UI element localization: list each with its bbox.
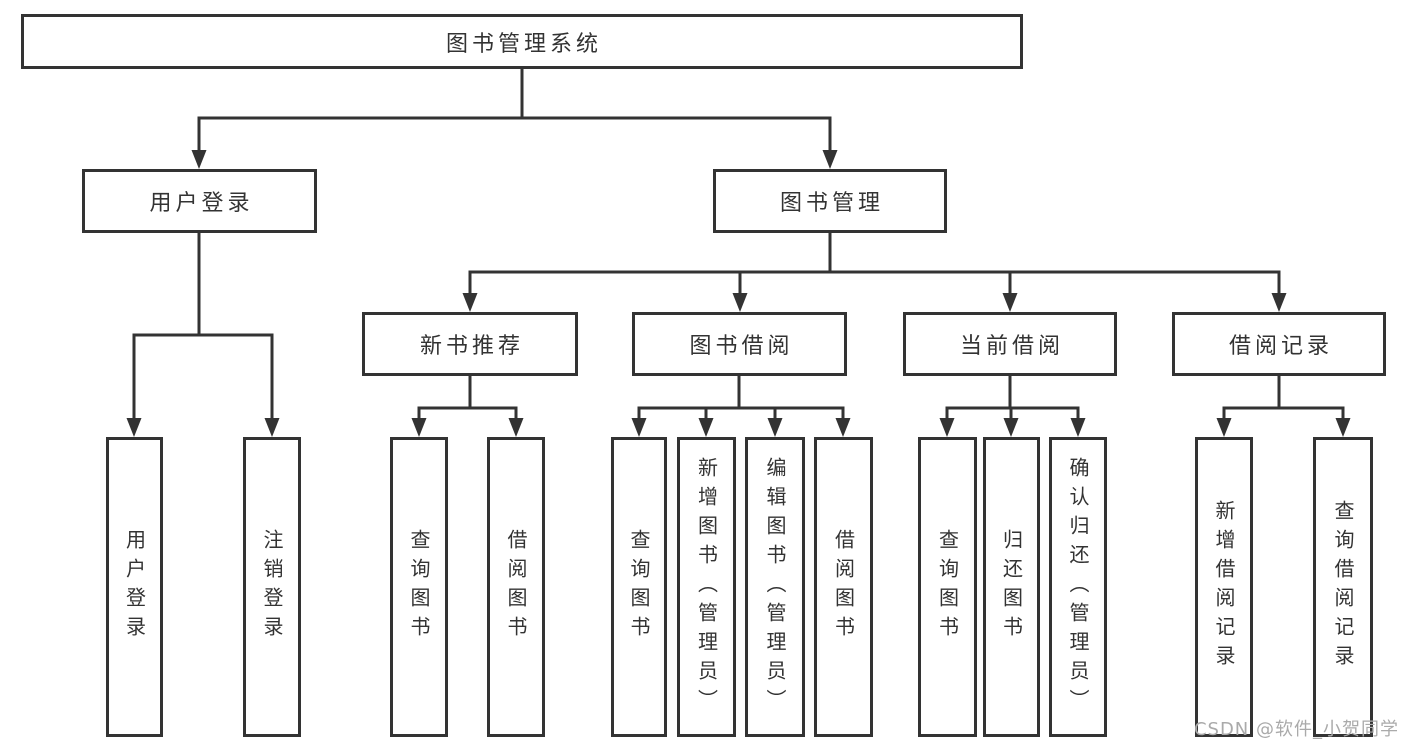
connector-user-to-leaves (126, 233, 280, 437)
node-user-login-branch: 用户登录 (82, 169, 317, 233)
node-label: 归还图书 (999, 529, 1024, 645)
node-label: 查询借阅记录 (1331, 500, 1355, 674)
leaf-add-borrow-record: 新增借阅记录 (1195, 437, 1253, 737)
leaf-return-book: 归还图书 (983, 437, 1040, 737)
leaf-query-books-recommend: 查询图书 (390, 437, 448, 737)
arrowhead-icon (264, 418, 280, 437)
node-label: 当前借阅 (959, 334, 1064, 359)
arrowhead-icon (698, 418, 714, 437)
node-label: 新书推荐 (419, 334, 524, 359)
arrowhead-icon (1271, 293, 1287, 312)
arrowhead-icon (126, 418, 142, 437)
node-label: 用户登录 (149, 191, 254, 216)
leaf-borrow-books: 借阅图书 (814, 437, 873, 737)
arrowhead-icon (1002, 293, 1018, 312)
node-label: 编辑图书（管理员） (763, 456, 787, 718)
node-root-system: 图书管理系统 (21, 14, 1023, 69)
csdn-watermark: CSDN @软件_小贺同学 (1193, 719, 1399, 740)
node-label: 用户登录 (122, 529, 147, 645)
arrowhead-icon (732, 293, 748, 312)
connector-mgmt-to-modules (462, 233, 1287, 312)
arrowhead-icon (462, 293, 478, 312)
arrowhead-icon (835, 418, 851, 437)
arrowhead-icon (767, 418, 783, 437)
arrowhead-icon (1003, 418, 1019, 437)
leaf-query-books-borrow: 查询图书 (611, 437, 667, 737)
node-label: 新增借阅记录 (1212, 500, 1236, 674)
node-label: 查询图书 (935, 529, 960, 645)
arrowhead-icon (411, 418, 427, 437)
node-label: 图书管理系统 (445, 31, 602, 57)
leaf-user-login: 用户登录 (106, 437, 163, 737)
node-new-book-recommend: 新书推荐 (362, 312, 578, 376)
node-label: 图书借阅 (689, 334, 794, 359)
arrowhead-icon (1070, 418, 1086, 437)
leaf-logout: 注销登录 (243, 437, 301, 737)
node-label: 查询图书 (407, 529, 431, 645)
node-label: 新增图书（管理员） (694, 456, 719, 718)
connector-root-to-level2 (191, 69, 838, 169)
node-label: 借阅记录 (1228, 334, 1333, 359)
leaf-edit-book-admin: 编辑图书（管理员） (745, 437, 805, 737)
connector-borrow-to-leaves (631, 376, 851, 437)
arrowhead-icon (191, 150, 207, 169)
arrowhead-icon (631, 418, 647, 437)
node-label: 图书管理 (779, 191, 884, 216)
node-borrowing-records: 借阅记录 (1172, 312, 1386, 376)
connector-newbook-to-leaves (411, 376, 524, 437)
node-book-management-branch: 图书管理 (713, 169, 947, 233)
leaf-add-book-admin: 新增图书（管理员） (677, 437, 736, 737)
node-current-borrowing: 当前借阅 (903, 312, 1117, 376)
connector-current-to-leaves (939, 376, 1086, 437)
arrowhead-icon (1335, 418, 1351, 437)
node-label: 借阅图书 (831, 529, 856, 645)
arrowhead-icon (822, 150, 838, 169)
leaf-confirm-return-admin: 确认归还（管理员） (1049, 437, 1107, 737)
leaf-borrow-books-recommend: 借阅图书 (487, 437, 545, 737)
leaf-query-books-current: 查询图书 (918, 437, 977, 737)
arrowhead-icon (1216, 418, 1232, 437)
node-book-borrowing: 图书借阅 (632, 312, 847, 376)
arrowhead-icon (939, 418, 955, 437)
node-label: 借阅图书 (504, 529, 528, 645)
leaf-query-borrow-record: 查询借阅记录 (1313, 437, 1373, 737)
connector-record-to-leaves (1216, 376, 1351, 437)
node-label: 确认归还（管理员） (1066, 456, 1090, 718)
arrowhead-icon (508, 418, 524, 437)
node-label: 查询图书 (627, 529, 651, 645)
node-label: 注销登录 (260, 529, 284, 645)
